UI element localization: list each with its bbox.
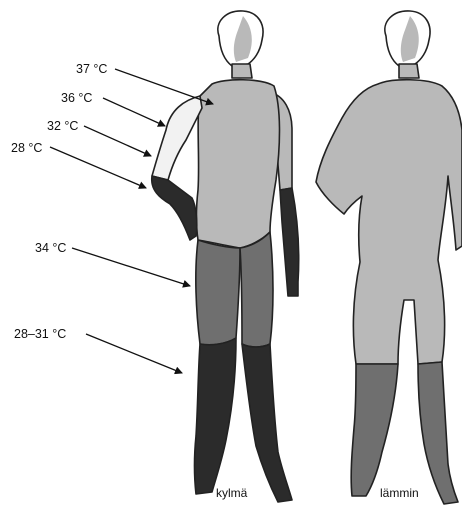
figure-captions: kylmä lämmin (216, 486, 419, 500)
cold-figure-left-shin (195, 338, 237, 494)
warm-figure-body (316, 80, 462, 364)
label-28-31: 28–31 °C (14, 327, 66, 341)
leader-28-31 (86, 334, 182, 373)
temperature-labels: 37 °C 36 °C 32 °C 28 °C 34 °C 28–31 °C (11, 62, 107, 341)
cold-figure-right-thigh (240, 232, 273, 347)
cold-figure (152, 11, 299, 502)
leader-36 (103, 98, 165, 126)
cold-figure-neck (232, 64, 252, 78)
warm-figure-left-shin (351, 364, 398, 496)
cold-figure-torso (197, 80, 280, 248)
label-32: 32 °C (47, 119, 78, 133)
label-34: 34 °C (35, 241, 66, 255)
leader-32 (84, 126, 151, 156)
warm-figure-neck (399, 64, 419, 78)
cold-figure-left-forearm (152, 176, 197, 240)
cold-figure-right-arm-lower (280, 188, 299, 296)
caption-cold: kylmä (216, 486, 248, 500)
leader-37 (115, 69, 213, 104)
warm-figure-right-shin (418, 362, 458, 504)
caption-warm: lämmin (380, 486, 419, 500)
leader-28 (50, 147, 146, 188)
leader-34 (72, 248, 190, 286)
warm-figure (316, 11, 462, 504)
label-28: 28 °C (11, 141, 42, 155)
label-36: 36 °C (61, 91, 92, 105)
cold-figure-left-upper-arm (152, 96, 202, 180)
label-37: 37 °C (76, 62, 107, 76)
cold-figure-right-shin (242, 344, 292, 502)
cold-figure-left-thigh (196, 240, 240, 345)
